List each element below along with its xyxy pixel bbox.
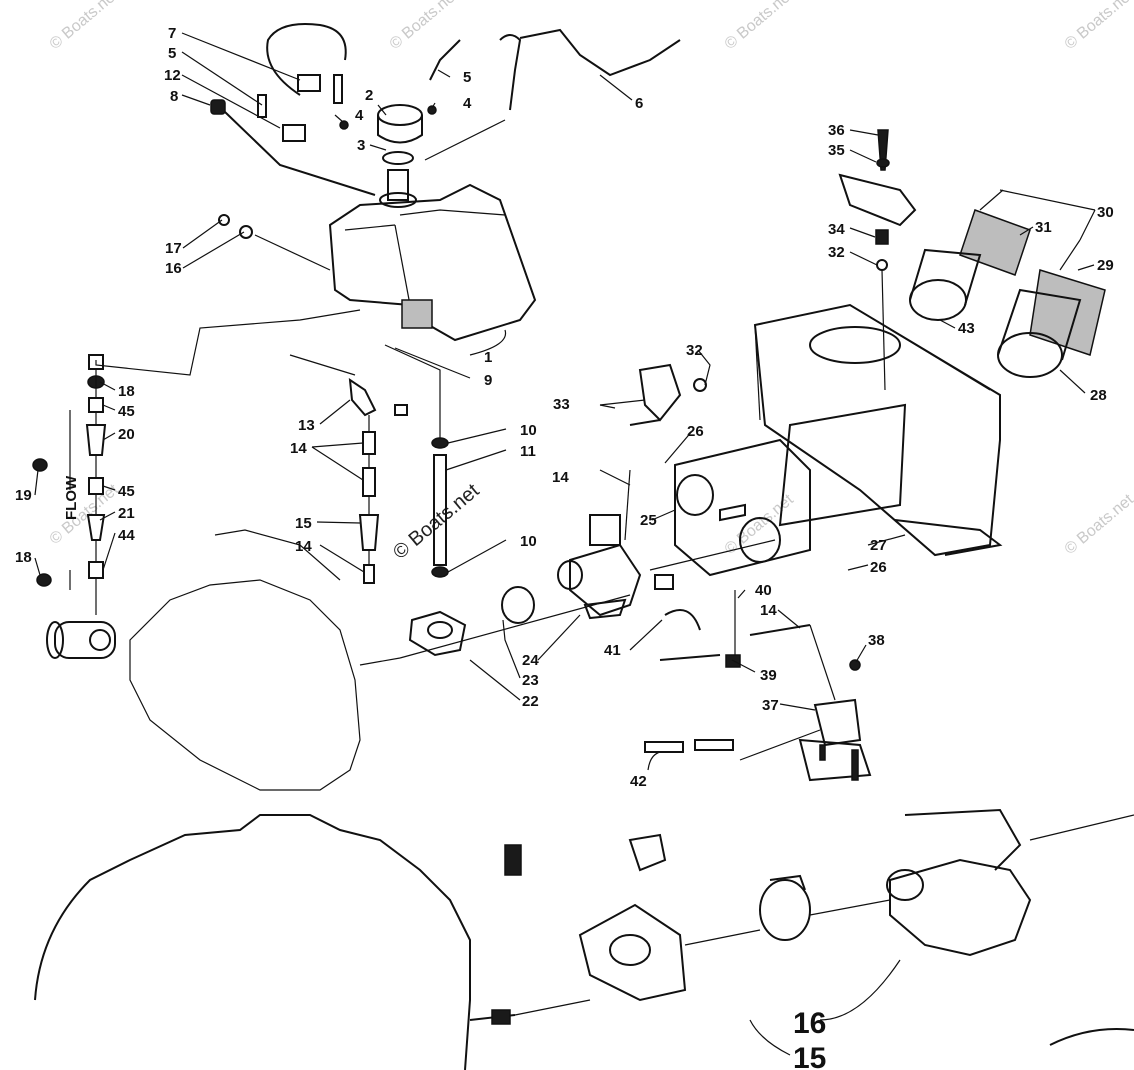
callout-14c: 14 — [552, 469, 569, 486]
callout-11: 11 — [520, 443, 536, 460]
clamp-and-boot — [399, 469, 631, 659]
callout-22: 22 — [522, 693, 539, 710]
callout-34: 34 — [828, 221, 845, 238]
zoom-callout-15: 15 — [793, 1042, 826, 1070]
callout-18b: 18 — [15, 549, 32, 566]
callout-14d: 14 — [760, 602, 777, 619]
callout-43: 43 — [958, 320, 975, 337]
carburetor — [557, 514, 674, 620]
callout-31: 31 — [1035, 219, 1052, 236]
callout-14: 14 — [290, 440, 307, 457]
callout-12: 12 — [164, 67, 181, 84]
watermark: © Boats.net — [47, 0, 123, 53]
callout-27: 27 — [870, 537, 887, 554]
watermark-center: © Boats.net — [389, 479, 484, 563]
intake-adapter — [649, 438, 811, 577]
callout-32b: 32 — [828, 244, 845, 261]
fuel-line-middle — [289, 354, 408, 584]
zoom-detail — [34, 808, 1134, 1070]
callout-36: 36 — [828, 122, 845, 139]
throttle-hardware — [599, 129, 917, 426]
callout-35: 35 — [828, 142, 845, 159]
fuel-hoses — [210, 23, 681, 196]
callout-8: 8 — [170, 88, 178, 105]
callout-38: 38 — [868, 632, 885, 649]
fuel-pump — [644, 590, 872, 782]
callout-labels: 7 5 12 8 2 3 4 5 4 6 17 16 1 9 18 45 20 … — [15, 25, 1114, 790]
callout-23: 23 — [522, 672, 539, 689]
callout-10b: 10 — [520, 533, 537, 550]
callout-13: 13 — [298, 417, 315, 434]
tank-hardware — [218, 105, 437, 271]
callout-21: 21 — [118, 505, 135, 522]
callout-28: 28 — [1090, 387, 1107, 404]
callout-29: 29 — [1097, 257, 1114, 274]
watermark: © Boats.net — [387, 0, 463, 53]
callout-44: 44 — [118, 527, 135, 544]
intake-silencers — [909, 189, 1106, 378]
callout-24: 24 — [522, 652, 539, 669]
fuel-cap — [377, 104, 423, 208]
callout-15: 15 — [295, 515, 312, 532]
callout-4b: 4 — [463, 95, 472, 112]
callout-7: 7 — [168, 25, 176, 42]
callout-39: 39 — [760, 667, 777, 684]
callout-10: 10 — [520, 422, 537, 439]
callout-5b: 5 — [463, 69, 471, 86]
callout-42: 42 — [630, 773, 647, 790]
callout-26: 26 — [687, 423, 704, 440]
callout-4: 4 — [355, 107, 364, 124]
callout-32: 32 — [686, 342, 703, 359]
callout-26b: 26 — [870, 559, 887, 576]
callout-41: 41 — [604, 642, 621, 659]
callout-17: 17 — [165, 240, 182, 257]
callout-45: 45 — [118, 403, 135, 420]
callout-16: 16 — [165, 260, 182, 277]
callout-30: 30 — [1097, 204, 1114, 221]
engine — [129, 529, 401, 791]
callout-3: 3 — [357, 137, 365, 154]
zoom-callout-labels: 16 15 — [793, 1007, 826, 1070]
callout-20: 20 — [118, 426, 135, 443]
watermark: © Boats.net — [1062, 0, 1134, 53]
callout-40: 40 — [755, 582, 772, 599]
callout-33: 33 — [553, 396, 570, 413]
fuel-line-left — [32, 309, 361, 615]
callout-5: 5 — [168, 45, 176, 62]
callout-14b: 14 — [295, 538, 312, 555]
callout-37: 37 — [762, 697, 779, 714]
callout-25: 25 — [640, 512, 657, 529]
air-silencer-box — [753, 303, 1003, 557]
callout-45b: 45 — [118, 483, 135, 500]
fuel-tank — [328, 183, 537, 342]
callout-6: 6 — [635, 95, 643, 112]
callout-9: 9 — [484, 372, 492, 389]
zoom-callout-16: 16 — [793, 1007, 826, 1040]
fuel-pump-bottom-left — [46, 621, 116, 659]
watermark: © Boats.net — [1062, 491, 1134, 558]
flow-marker: FLOW — [63, 475, 80, 520]
watermark: © Boats.net — [722, 0, 798, 53]
callout-1: 1 — [484, 349, 492, 366]
callout-2: 2 — [365, 87, 373, 104]
callout-19: 19 — [15, 487, 32, 504]
callout-18: 18 — [118, 383, 135, 400]
leader-lines — [34, 32, 1096, 1056]
fuel-line-10-11 — [384, 344, 449, 578]
